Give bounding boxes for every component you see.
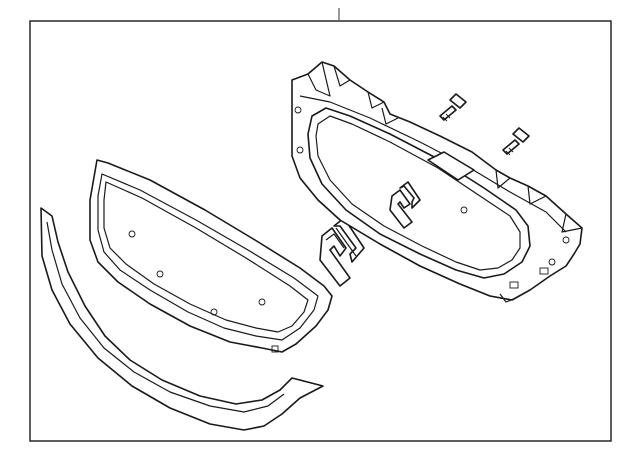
- lower-molding-strip: [40, 207, 324, 431]
- screw-icon-lower: [502, 127, 530, 156]
- screw-icon: [439, 93, 467, 122]
- grille-insert-panel: [89, 159, 333, 353]
- grille-housing-assembly: [291, 61, 583, 303]
- s-emblem-icon: [319, 217, 365, 287]
